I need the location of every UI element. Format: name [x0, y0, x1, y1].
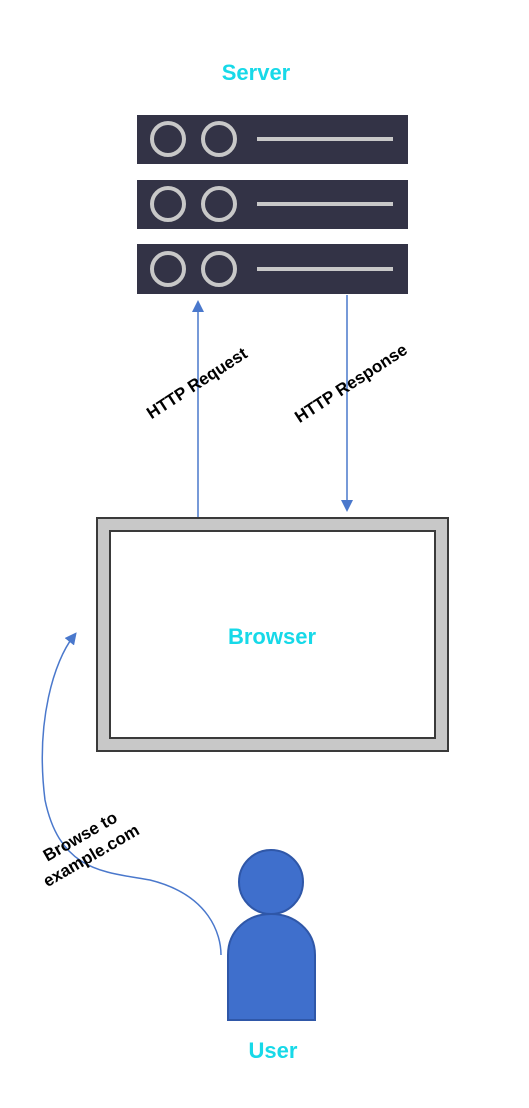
person-icon	[227, 849, 316, 1021]
server-rack-icon	[137, 115, 408, 294]
server-unit	[137, 244, 408, 294]
server-label: Server	[222, 60, 291, 85]
server-unit	[137, 115, 408, 164]
user-label: User	[249, 1038, 298, 1063]
http-request-label: HTTP Request	[143, 344, 251, 423]
http-response-label: HTTP Response	[291, 340, 410, 427]
browser-label: Browser	[228, 624, 316, 649]
browser-window-icon	[96, 517, 449, 752]
browse-arrow	[41, 632, 222, 956]
server-unit	[137, 180, 408, 229]
